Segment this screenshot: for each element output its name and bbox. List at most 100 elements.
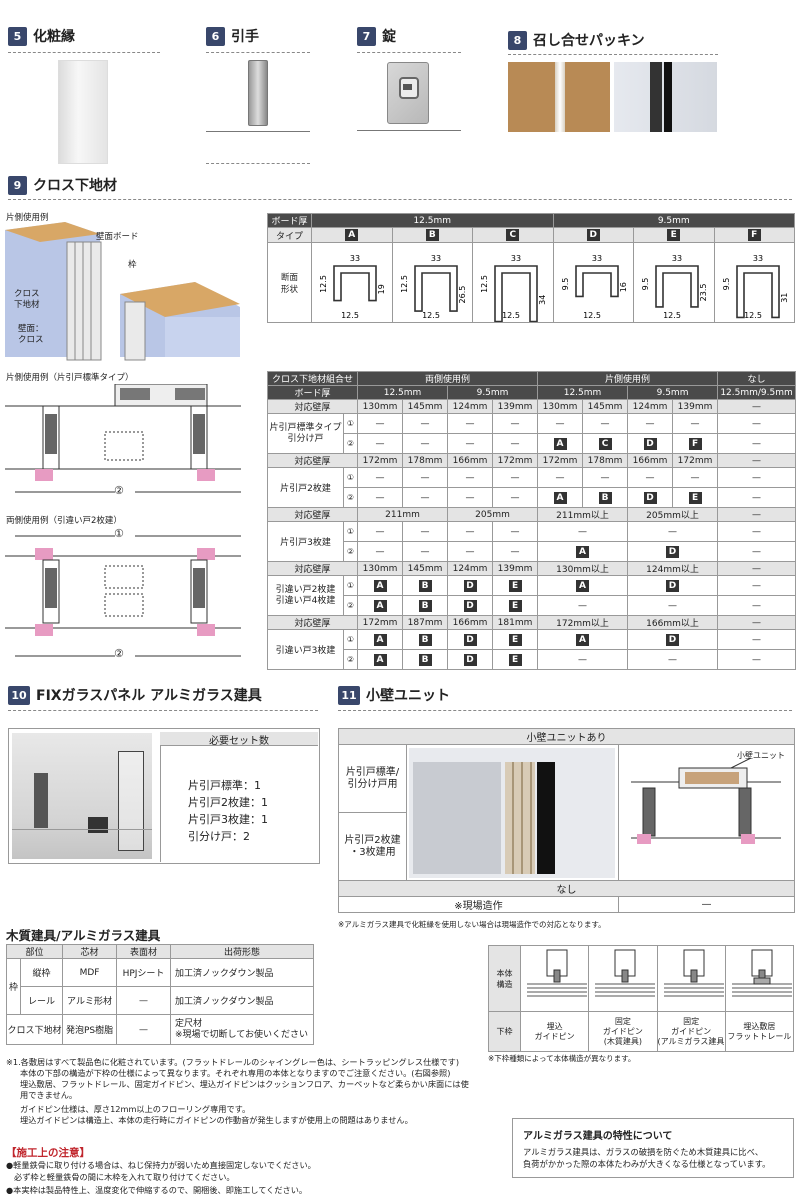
type-badge: D bbox=[586, 229, 600, 241]
rail-structure-4 bbox=[724, 945, 795, 1012]
packing-dark-image bbox=[614, 62, 717, 132]
wall-unit-label: 小壁ユニット bbox=[737, 751, 785, 760]
required-set-list: 片引戸標準：1 片引戸2枚建：1 片引戸3枚建：1 引分け戸：2 bbox=[188, 779, 268, 843]
divider bbox=[357, 130, 461, 131]
svg-text:9.5: 9.5 bbox=[561, 278, 570, 291]
type-badge: A bbox=[345, 229, 359, 241]
svg-text:33: 33 bbox=[350, 254, 360, 263]
note-line: 用できません。 bbox=[20, 1090, 78, 1100]
section-number: 9 bbox=[8, 175, 27, 195]
alu-box: アルミガラス建具の特性について アルミガラス建具は、ガラスの破損を防ぐため木質建… bbox=[512, 1118, 794, 1178]
sec10-box bbox=[8, 728, 320, 864]
trim-image bbox=[58, 60, 108, 164]
divider bbox=[8, 710, 318, 711]
section-number: 11 bbox=[338, 685, 360, 705]
section-number: 5 bbox=[8, 26, 27, 46]
mark-2: ② bbox=[114, 484, 124, 497]
plan-single-diagram bbox=[5, 384, 241, 493]
divider bbox=[508, 54, 718, 55]
wall-unit-plan bbox=[631, 757, 781, 844]
caution-title: 【施工上の注意】 bbox=[6, 1147, 90, 1159]
svg-text:9.5: 9.5 bbox=[641, 278, 650, 291]
section-number: 6 bbox=[206, 26, 225, 46]
svg-text:12.5: 12.5 bbox=[583, 311, 601, 320]
note-line: 埋込敷居、フラットドレール、固定ガイドピン、埋込ガイドピンはクッションフロア、カ… bbox=[20, 1079, 469, 1089]
divider bbox=[357, 52, 461, 53]
caution-line: ●軽量鉄骨に取り付ける場合は、ねじ保持力が弱いため直接固定しないでください。 bbox=[6, 1160, 316, 1170]
caution-line: ●本実枠は製品特性上、温度変化で伸縮するので、開梱後、即施工してください。 bbox=[6, 1185, 308, 1195]
section-shape-a: 33 12.5 19 12.5 bbox=[311, 242, 393, 323]
divider bbox=[8, 199, 792, 200]
divider bbox=[206, 163, 310, 164]
divider bbox=[160, 746, 161, 862]
section-number: 10 bbox=[8, 685, 30, 705]
divider bbox=[338, 710, 792, 711]
svg-text:31: 31 bbox=[780, 293, 789, 303]
rail-structure-2 bbox=[588, 945, 658, 1012]
svg-text:33: 33 bbox=[672, 254, 682, 263]
svg-text:12.5: 12.5 bbox=[744, 311, 762, 320]
glass-room-image bbox=[12, 733, 152, 859]
section-shape-b: 33 12.5 26.5 12.5 bbox=[391, 242, 473, 323]
svg-text:9.5: 9.5 bbox=[722, 278, 731, 291]
svg-text:34: 34 bbox=[538, 295, 547, 305]
section-shape-f: 33 9.5 31 12.5 bbox=[713, 242, 795, 323]
section-number: 8 bbox=[508, 30, 527, 50]
svg-text:19: 19 bbox=[377, 284, 386, 294]
packing-wood-image bbox=[508, 62, 610, 132]
svg-text:33: 33 bbox=[752, 254, 762, 263]
rail-note: ※下枠種類によって本体構造が異なります。 bbox=[488, 1054, 636, 1063]
svg-text:16: 16 bbox=[619, 282, 628, 292]
rail-structure-1 bbox=[519, 945, 590, 1012]
type-badge: E bbox=[667, 229, 681, 241]
handle-image bbox=[248, 60, 268, 126]
type-badge: F bbox=[747, 229, 761, 241]
rail-structure-3 bbox=[656, 945, 726, 1012]
wall-unit-note: ※アルミガラス建具で化粧縁を使用しない場合は現場造作での対応となります。 bbox=[338, 920, 606, 929]
section-number: 7 bbox=[357, 26, 376, 46]
divider bbox=[206, 131, 310, 132]
section-shape-d: 33 9.5 16 12.5 bbox=[552, 242, 634, 323]
type-badge: C bbox=[506, 229, 520, 241]
svg-text:12.5: 12.5 bbox=[480, 275, 489, 293]
plan-title: 片側使用例（片引戸標準タイプ） bbox=[6, 373, 134, 383]
svg-text:33: 33 bbox=[430, 254, 440, 263]
base-label: 下地材 bbox=[14, 300, 40, 310]
note-line: 埋込ガイドピンは構造上、本体の走行時にガイドピンの作動音が発生しますが使用上の問… bbox=[20, 1115, 413, 1125]
plan-title: 両側使用例（引違い戸2枚建） bbox=[6, 516, 122, 526]
divider bbox=[206, 52, 310, 53]
svg-text:12.5: 12.5 bbox=[319, 275, 328, 293]
wall-label: 壁面： bbox=[18, 324, 44, 334]
note-line: ガイドピン仕様は、厚さ12mm以上のフローリング専用です。 bbox=[20, 1104, 251, 1114]
svg-text:33: 33 bbox=[591, 254, 601, 263]
board-label: 壁面ボード bbox=[96, 232, 139, 242]
svg-text:23.5: 23.5 bbox=[699, 284, 708, 302]
alu-title: アルミガラス建具の特性について bbox=[523, 1131, 673, 1142]
wall-cross-label: クロス bbox=[18, 335, 44, 345]
wall-unit-table: 小壁ユニットあり 片引戸標準/引分け戸用 小壁ユニット 片引戸2枚建・3枚建用 … bbox=[338, 728, 795, 913]
cross-base-diagram bbox=[5, 222, 240, 361]
svg-text:12.5: 12.5 bbox=[400, 275, 409, 293]
mark-1: ① bbox=[114, 527, 124, 540]
svg-text:12.5: 12.5 bbox=[663, 311, 681, 320]
required-set-header: 必要セット数 bbox=[160, 732, 318, 747]
cross-label: クロス bbox=[14, 289, 40, 299]
svg-text:12.5: 12.5 bbox=[422, 311, 440, 320]
lock-image bbox=[387, 62, 429, 124]
diagram-title: 片側使用例 bbox=[6, 213, 49, 223]
section-shape-e: 33 9.5 23.5 12.5 bbox=[633, 242, 715, 323]
caution-line: 必ず枠と軽量鉄骨の間に木枠を入れて取り付けてください。 bbox=[14, 1172, 235, 1182]
type-badge: B bbox=[425, 229, 439, 241]
svg-text:12.5: 12.5 bbox=[341, 311, 359, 320]
svg-text:26.5: 26.5 bbox=[458, 286, 467, 304]
